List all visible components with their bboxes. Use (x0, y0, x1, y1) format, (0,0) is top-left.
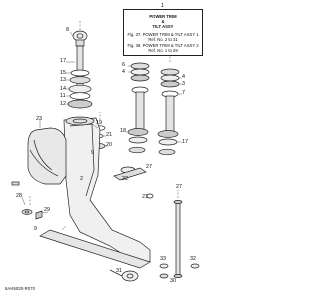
callout-label: 22 (122, 176, 128, 182)
callout-label: 29 (44, 207, 50, 213)
trim-ram-left (127, 62, 150, 154)
callout-label: 18 (120, 128, 126, 134)
callout-label: 14 (60, 86, 66, 92)
callout-label: 13 (60, 77, 66, 83)
callout-label: 4 (182, 74, 185, 80)
legend-fig38: Fig. 38. POWER TRIM & TILT ASSY 2 (127, 43, 199, 48)
callout-label: 3 (182, 81, 185, 87)
callout-label: 30 (170, 278, 176, 284)
parts-diagram: 1 POWER TRIM & TILT ASSY Fig. 37. POWER … (5, 3, 203, 291)
tilt-rod-eye (72, 30, 88, 47)
callout-label: 2 (80, 176, 83, 182)
legend-ref-a: Ref. No. 2 to 31 (148, 37, 178, 42)
legend-fig37: Fig. 37. POWER TRIM & TILT ASSY 1 (127, 32, 199, 37)
callout-label: 27 (146, 164, 152, 170)
legend-assy-line: TILT ASSY (152, 24, 174, 29)
callout-label: 12 (60, 101, 66, 107)
callout-label: 32 (190, 256, 196, 262)
rod-seals (67, 69, 93, 109)
callout-label: 7 (182, 90, 185, 96)
callout-label: 9 (91, 150, 94, 156)
left-bolt-parts (11, 181, 43, 220)
cylinder-body (63, 117, 151, 265)
callout-label: 33 (160, 256, 166, 262)
bottom-right-pin (159, 200, 200, 279)
callout-label: 11 (60, 93, 66, 99)
legend-ref-b: Ref. No. 1 to 29 (148, 48, 178, 53)
reservoir (27, 127, 67, 185)
legend-box: 1 POWER TRIM & TILT ASSY Fig. 37. POWER … (123, 3, 203, 56)
callout-label: 15 (60, 70, 66, 76)
callout-label: 17 (60, 58, 66, 64)
callout-label: 23 (36, 116, 42, 122)
trim-ram-right (157, 68, 180, 156)
lower-shaft (39, 229, 151, 269)
legend-number: 1 (161, 3, 164, 9)
callout-label: 21 (142, 194, 148, 200)
callout-label: 17 (182, 139, 188, 145)
callout-label: 27 (176, 184, 182, 190)
diagram-drawing (11, 20, 200, 282)
legend-title-line: POWER TRIM (149, 14, 177, 19)
callout-label: 28 (16, 193, 22, 199)
callout-label: 20 (106, 142, 112, 148)
callout-label: 9 (34, 226, 37, 232)
callout-label: 8 (66, 27, 69, 33)
callout-label: 19 (96, 120, 102, 126)
callout-label: 31 (116, 268, 122, 274)
diagram-code: 6AH5030-R070 (5, 286, 36, 291)
callout-label: 6 (122, 62, 125, 68)
callout-label: 21 (106, 132, 112, 138)
callout-label: 4 (122, 69, 125, 75)
legend-ampersand: & (161, 19, 165, 24)
